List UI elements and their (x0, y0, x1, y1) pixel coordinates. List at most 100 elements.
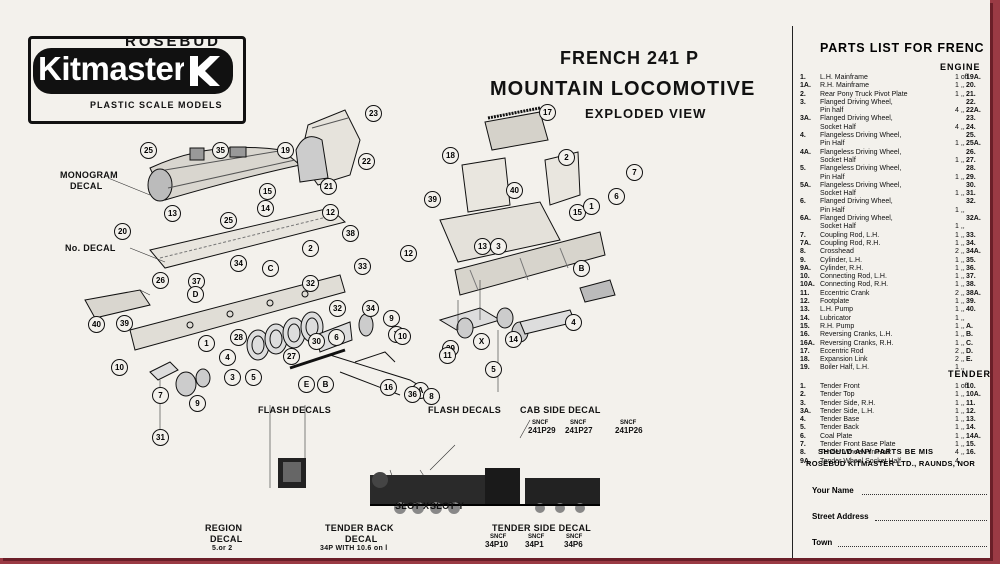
cab-sncf-1: SNCF (532, 420, 549, 426)
part-name: Footplate (820, 298, 850, 306)
missing-parts-notice: SHOULD ANY PARTS BE MIS (818, 447, 934, 456)
part-quantity: 2 ,, (955, 289, 965, 297)
part-name: Tender Wheel Socket Half (820, 457, 901, 465)
part-quantity: 2 ,, (955, 356, 965, 364)
part-callout-32: 32 (329, 300, 346, 317)
part-number: 18. (800, 356, 810, 364)
part-number-col2: C. (966, 339, 973, 347)
part-number: 10. (800, 273, 810, 281)
part-callout-21: 21 (320, 178, 337, 195)
tender-back-decal-label-1: TENDER BACK (325, 523, 394, 533)
part-name: Tender Side, L.H. (820, 407, 875, 415)
part-number-col2: 28. (966, 165, 976, 173)
part-callout-36: 36 (404, 386, 421, 403)
part-number: 4. (800, 132, 806, 140)
part-callout-12: 12 (322, 204, 339, 221)
parts-list-row: 9A.Cylinder, R.H.1 ,, (800, 265, 965, 273)
part-name: Pin half (820, 107, 844, 115)
title-line-1: FRENCH 241 P (560, 48, 700, 68)
part-name: Flanged Driving Wheel, (820, 98, 893, 106)
tender-sncf-3: SNCF (566, 534, 583, 540)
monogram-label: MONOGRAM (60, 170, 118, 180)
part-callout-26: 26 (152, 272, 169, 289)
part-number-col2: 32. (966, 198, 976, 206)
tender-number-3: 34P6 (564, 540, 583, 549)
part-number-col2: 14. (966, 424, 976, 432)
missing-parts-address: ROSEBUD KITMASTER LTD., RAUNDS, NOR (806, 459, 976, 468)
part-name: Socket Half (820, 123, 856, 131)
part-callout-B: B (317, 376, 334, 393)
cab-sncf-3: SNCF (620, 420, 637, 426)
part-number: 16A. (800, 339, 815, 347)
region-decal-label-3: 5.or 2 (212, 545, 233, 552)
part-callout-C: C (262, 260, 279, 277)
part-number: 1. (800, 383, 806, 390)
region-decal-label-2: DECAL (210, 534, 243, 544)
part-number: 3A. (800, 115, 811, 123)
part-number-col2: 10. (966, 383, 976, 390)
part-name: Tender Front Base Plate (820, 441, 896, 449)
tender-parts-list-col2: 10.10A.11.12.13.14.14A.15.16. (966, 383, 990, 458)
your-name-field[interactable] (862, 494, 987, 495)
part-quantity: 1 ,, (955, 314, 965, 322)
driving-wheels (246, 311, 374, 370)
number-decal-label: No. DECAL (65, 243, 116, 253)
parts-list-row: 19.Boiler Half, L.H.1 ,, (800, 364, 965, 372)
part-name: Flangeless Driving Wheel, (820, 181, 902, 189)
part-callout-28: 28 (230, 329, 247, 346)
part-name: Flangeless Driving Wheel, (820, 148, 902, 156)
part-callout-B: B (573, 260, 590, 277)
part-callout-7: 7 (626, 164, 643, 181)
part-name: Reversing Cranks, L.H. (820, 331, 893, 339)
part-name: R.H. Mainframe (820, 82, 870, 90)
part-name: Eccentric Rod (820, 347, 864, 355)
part-number: 3. (800, 98, 806, 106)
part-quantity: 1 ,, (955, 432, 965, 440)
street-address-field[interactable] (875, 520, 987, 521)
part-name: Flanged Driving Wheel, (820, 215, 893, 223)
part-number-col2 (966, 223, 990, 231)
part-name: Reversing Cranks, R.H. (820, 339, 894, 347)
part-number-col2: 30. (966, 181, 976, 189)
mainframe-part (84, 274, 346, 351)
part-number-col2: 21. (966, 90, 976, 98)
part-quantity: 1 ,, (955, 206, 965, 214)
parts-list-divider (792, 26, 793, 558)
instruction-sheet: ROSEBUD Kitmaster PLASTIC SCALE MODELS F… (0, 0, 990, 558)
tender-heading: TENDER (948, 369, 990, 379)
part-callout-25: 25 (140, 142, 157, 159)
part-name: Tender Base (820, 416, 860, 424)
part-callout-8: 8 (423, 388, 440, 405)
parts-list-row: 10.Connecting Rod, L.H.1 ,, (800, 273, 965, 281)
cab-number-1: 241P29 (528, 426, 556, 435)
part-number-col2: 40. (966, 306, 976, 314)
part-name: Rear Pony Truck Pivot Plate (820, 90, 908, 98)
part-number: 11. (800, 289, 810, 297)
part-callout-16: 16 (380, 379, 397, 396)
part-quantity: 1 ,, (955, 156, 965, 164)
part-number-col2: 33. (966, 231, 976, 239)
logo-tagline: PLASTIC SCALE MODELS (90, 100, 223, 110)
exploded-view-drawing (84, 106, 616, 514)
parts-list-row: 3.Tender Side, R.H.1 ,, (800, 400, 965, 408)
part-callout-22: 22 (358, 153, 375, 170)
town-field[interactable] (838, 546, 987, 547)
part-callout-25: 25 (220, 212, 237, 229)
part-quantity: 1 ,, (955, 239, 965, 247)
part-name: Tender Wheel Pin Half (820, 449, 890, 457)
parts-list-row: 6.Flanged Driving Wheel, (800, 198, 965, 206)
part-number: 6. (800, 432, 806, 440)
tender-number-2: 34P1 (525, 540, 544, 549)
part-number-col2: 38. (966, 281, 976, 289)
part-name: L.H. Mainframe (820, 74, 868, 81)
part-callout-18: 18 (442, 147, 459, 164)
part-callout-34: 34 (230, 255, 247, 272)
part-number-col2: 29. (966, 173, 976, 181)
